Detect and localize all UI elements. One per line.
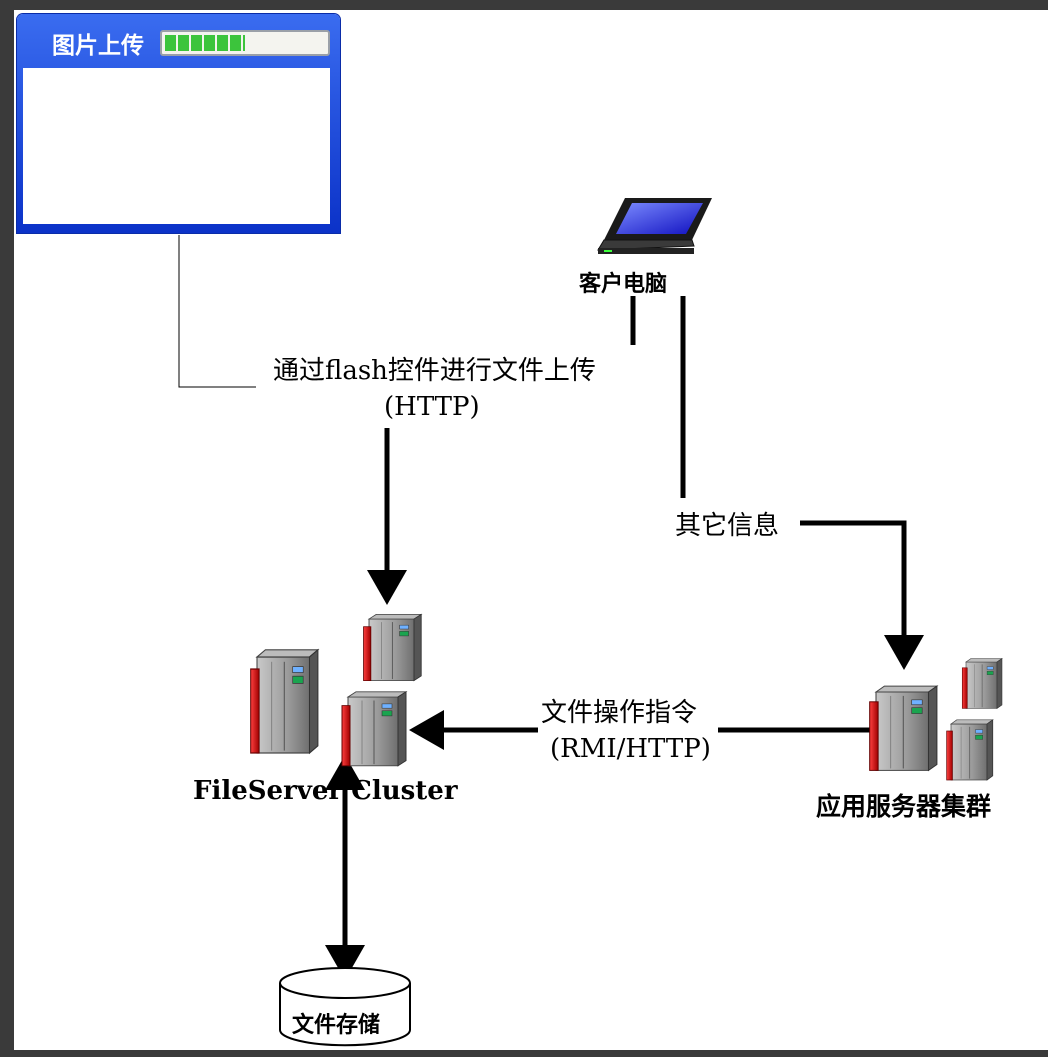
laptop-icon bbox=[597, 198, 712, 254]
database-icon bbox=[279, 967, 411, 1047]
upload-progress-bar bbox=[160, 30, 330, 56]
frame-bottom-border bbox=[0, 1050, 1048, 1057]
upload-window: 图片上传 bbox=[17, 14, 340, 233]
file-op-edge-label-line1: 文件操作指令 bbox=[541, 698, 698, 728]
frame-left-border bbox=[0, 0, 14, 1057]
file-storage-label: 文件存储 bbox=[292, 1013, 381, 1038]
server-icon bbox=[869, 658, 1003, 781]
client-pc-label: 客户电脑 bbox=[579, 272, 668, 297]
fileserver-cluster-label: FileServer Cluster bbox=[193, 776, 458, 806]
upload-edge-label-line1: 通过flash控件进行文件上传 bbox=[271, 350, 598, 387]
upload-window-body bbox=[23, 68, 330, 224]
app-cluster-label: 应用服务器集群 bbox=[816, 792, 992, 821]
server-icon bbox=[250, 613, 422, 767]
file-op-edge-label-line2: (RMI/HTTP) bbox=[550, 734, 711, 764]
upload-window-title: 图片上传 bbox=[52, 33, 144, 59]
upload-progress-fill bbox=[165, 35, 245, 51]
other-info-edge-label: 其它信息 bbox=[673, 505, 782, 542]
frame-top-border bbox=[0, 0, 1048, 10]
upload-edge-label-line2: (HTTP) bbox=[384, 392, 480, 422]
